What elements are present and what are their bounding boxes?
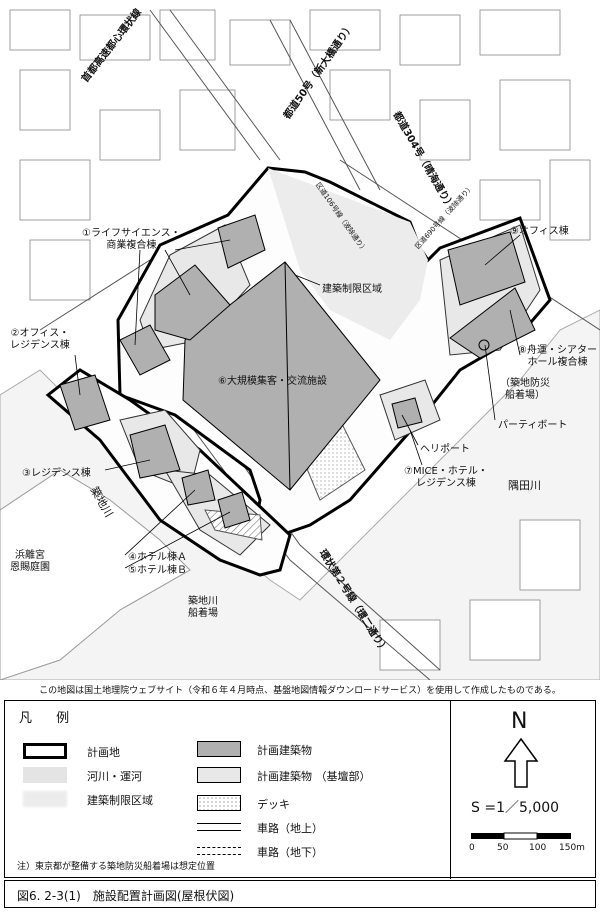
legend-swatch-site bbox=[23, 743, 67, 759]
building-9 bbox=[447, 231, 526, 306]
legend-swatch-building bbox=[197, 741, 241, 757]
legend-swatch-river bbox=[23, 767, 67, 783]
legend-swatch-road-above bbox=[197, 823, 241, 831]
scale-tick-0: 0 bbox=[469, 843, 475, 853]
legend-box: 凡 例 計画地 河川・運河 建築制限区域 計画建築物 計画建築物 （基壇部） デ… bbox=[4, 700, 597, 879]
legend-label-river: 河川・運河 bbox=[87, 770, 142, 783]
north-label: N bbox=[511, 709, 528, 734]
legend-label-road-above: 車路（地上） bbox=[257, 822, 323, 835]
legend-footnote: 注）東京都が整備する築地防災船着場は想定位置 bbox=[17, 862, 216, 872]
building-6 bbox=[182, 261, 381, 491]
building-3 bbox=[129, 424, 181, 479]
scale-tick-100: 100 bbox=[529, 843, 547, 853]
building-2 bbox=[59, 374, 111, 431]
label-party-boat: パーティボート bbox=[498, 420, 568, 431]
label-building-4: ④ホテル棟Ａ bbox=[128, 552, 187, 563]
legend-label-building: 計画建築物 bbox=[257, 744, 312, 757]
hamarikyu-garden-area bbox=[0, 469, 191, 681]
north-arrow-icon bbox=[503, 737, 539, 788]
label-heliport: ヘリポート bbox=[420, 444, 470, 455]
legend-swatch-deck bbox=[197, 795, 241, 811]
site-plan-map: 首都高速都心環状線 都道50号（新大橋通り） 都道304号（晴海通り） 区道10… bbox=[0, 7, 600, 681]
legend-label-restricted: 建築制限区域 bbox=[87, 794, 153, 807]
north-scale-panel: N S =1／5,000 0 50 100 150m bbox=[450, 701, 597, 879]
label-setback-zone: 建築制限区域 bbox=[322, 284, 382, 295]
label-building-2: ②オフィス・ レジデンス棟 bbox=[10, 328, 70, 351]
map-drawing bbox=[0, 9, 600, 681]
building-7 bbox=[391, 397, 423, 429]
label-building-7: ⑦MICE・ホテル・ レジデンス棟 bbox=[404, 466, 488, 489]
label-tsukiji-pier: 築地川 船着場 bbox=[188, 596, 218, 619]
setback-zone bbox=[268, 168, 428, 340]
building-4 bbox=[181, 469, 216, 506]
scale-tick-150: 150m bbox=[559, 843, 585, 853]
building-1-low bbox=[119, 324, 171, 376]
legend-swatch-road-below bbox=[197, 847, 241, 855]
building-1-tower bbox=[217, 214, 266, 269]
legend-label-podium: 計画建築物 （基壇部） bbox=[257, 770, 371, 783]
legend-label-road-below: 車路（地下） bbox=[257, 846, 323, 859]
city-blocks bbox=[9, 9, 591, 671]
legend-title: 凡 例 bbox=[19, 711, 80, 726]
label-building-6: ⑥大規模集客・交流施設 bbox=[218, 376, 327, 387]
label-building-8: ⑧舟運・シアター ホール複合棟 bbox=[518, 345, 597, 368]
planned-buildings bbox=[59, 214, 536, 529]
label-sumida-river: 隅田川 bbox=[508, 479, 541, 492]
label-building-3: ③レジデンス棟 bbox=[22, 468, 91, 479]
scale-tick-50: 50 bbox=[497, 843, 509, 853]
building-8 bbox=[449, 287, 536, 359]
building-1 bbox=[154, 264, 231, 341]
legend-label-deck: デッキ bbox=[257, 798, 290, 811]
legend-label-site: 計画地 bbox=[87, 746, 120, 759]
label-building-5: ⑤ホテル棟Ｂ bbox=[128, 565, 187, 576]
label-disaster-pier: （築地防災 船着場） bbox=[500, 378, 550, 401]
scale-label: S =1／5,000 bbox=[471, 800, 560, 816]
building-5 bbox=[217, 491, 251, 529]
source-note: この地図は国土地理院ウェブサイト（令和６年４月時点、基盤地図情報ダウンロードサー… bbox=[39, 686, 561, 696]
leader-lines bbox=[74, 234, 521, 569]
label-hamarikyu: 浜離宮 恩賜庭園 bbox=[10, 550, 50, 573]
legend-swatch-restricted bbox=[23, 791, 67, 807]
label-building-9: ⑨オフィス棟 bbox=[510, 226, 569, 237]
scale-bar bbox=[471, 832, 571, 840]
legend-swatch-podium bbox=[197, 767, 241, 783]
figure-caption: 図6. 2-3(1) 施設配置計画図(屋根伏図) bbox=[4, 880, 596, 908]
label-building-1: ①ライフサイエンス・ 商業複合棟 bbox=[82, 228, 181, 251]
